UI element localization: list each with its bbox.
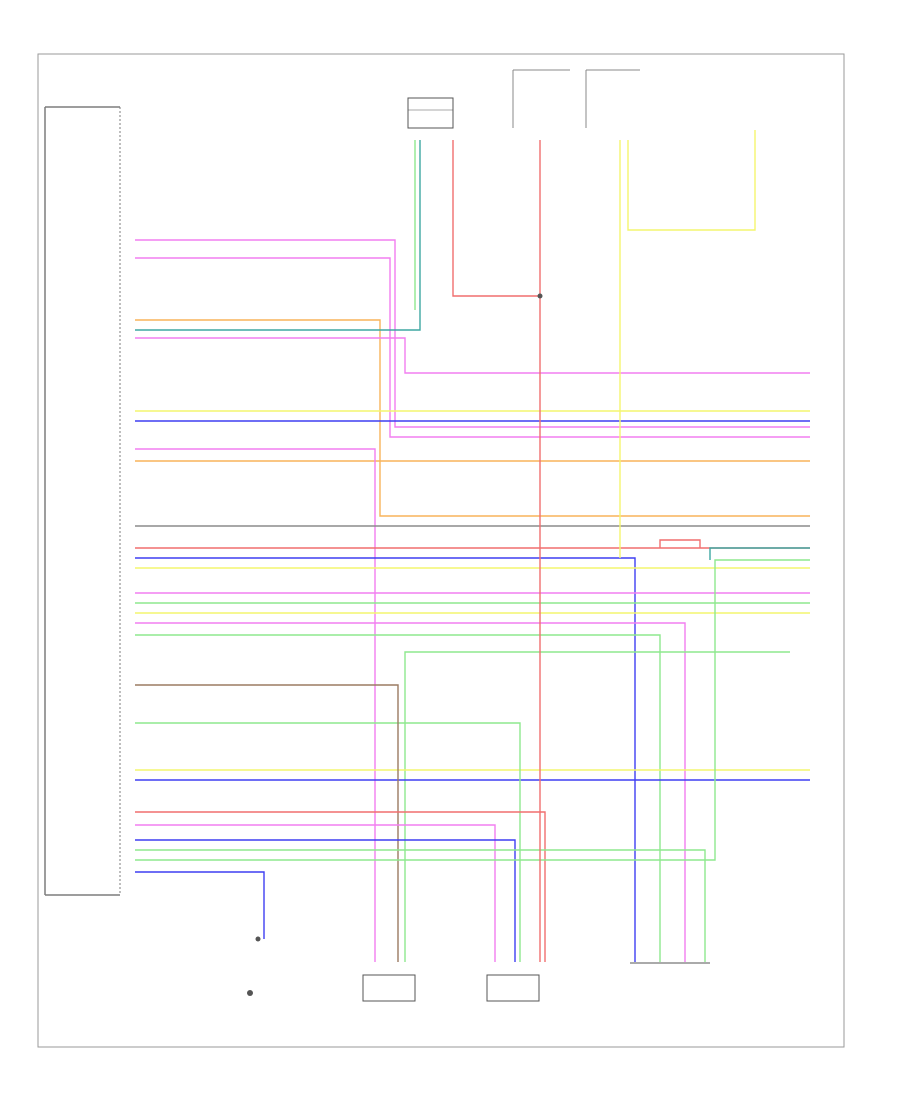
- battery-junction-component: [512, 69, 570, 128]
- wire-pink-4: [135, 337, 810, 374]
- wire-blue-25: [135, 839, 516, 962]
- wire-red-30: [452, 140, 540, 297]
- wire-teal-31: [135, 140, 421, 331]
- wire-pink-8: [135, 448, 376, 962]
- wire-blue-11: [135, 557, 636, 962]
- wire-green-27: [135, 559, 810, 861]
- wire-green-17: [135, 634, 661, 962]
- wire-green-26: [135, 849, 706, 962]
- wire-orange-3: [135, 319, 810, 517]
- wire-pink-1: [135, 239, 810, 428]
- wire-pink-24: [135, 824, 496, 962]
- wire-red-23: [135, 811, 546, 962]
- splice-s1: [537, 293, 543, 299]
- wire-pink-2: [135, 257, 810, 438]
- ac-pressure-component: [362, 974, 416, 1002]
- ground-component: [247, 990, 253, 996]
- wire-yellow-34: [627, 130, 756, 231]
- splice-s2: [255, 936, 261, 942]
- wire-red-35: [659, 539, 701, 548]
- diagram-frame: [37, 53, 845, 1048]
- wire-green-18: [404, 651, 790, 962]
- fuse-block-component: [585, 69, 640, 128]
- fuel-tank-sensor-component: [486, 974, 540, 1002]
- ground-icon: [247, 990, 253, 996]
- wire-blue-28: [135, 871, 265, 939]
- wire-green-21: [135, 722, 521, 962]
- top-components: [407, 69, 640, 129]
- bottom-components: [247, 962, 710, 1002]
- wire-teal-36: [709, 547, 810, 560]
- wire-pink-16: [135, 622, 686, 962]
- throttle-body-component: [407, 97, 454, 129]
- splice-layer: [255, 293, 543, 942]
- wire-layer: [135, 130, 810, 962]
- wire-brown-22: [135, 684, 399, 962]
- pcm-module: [44, 106, 121, 896]
